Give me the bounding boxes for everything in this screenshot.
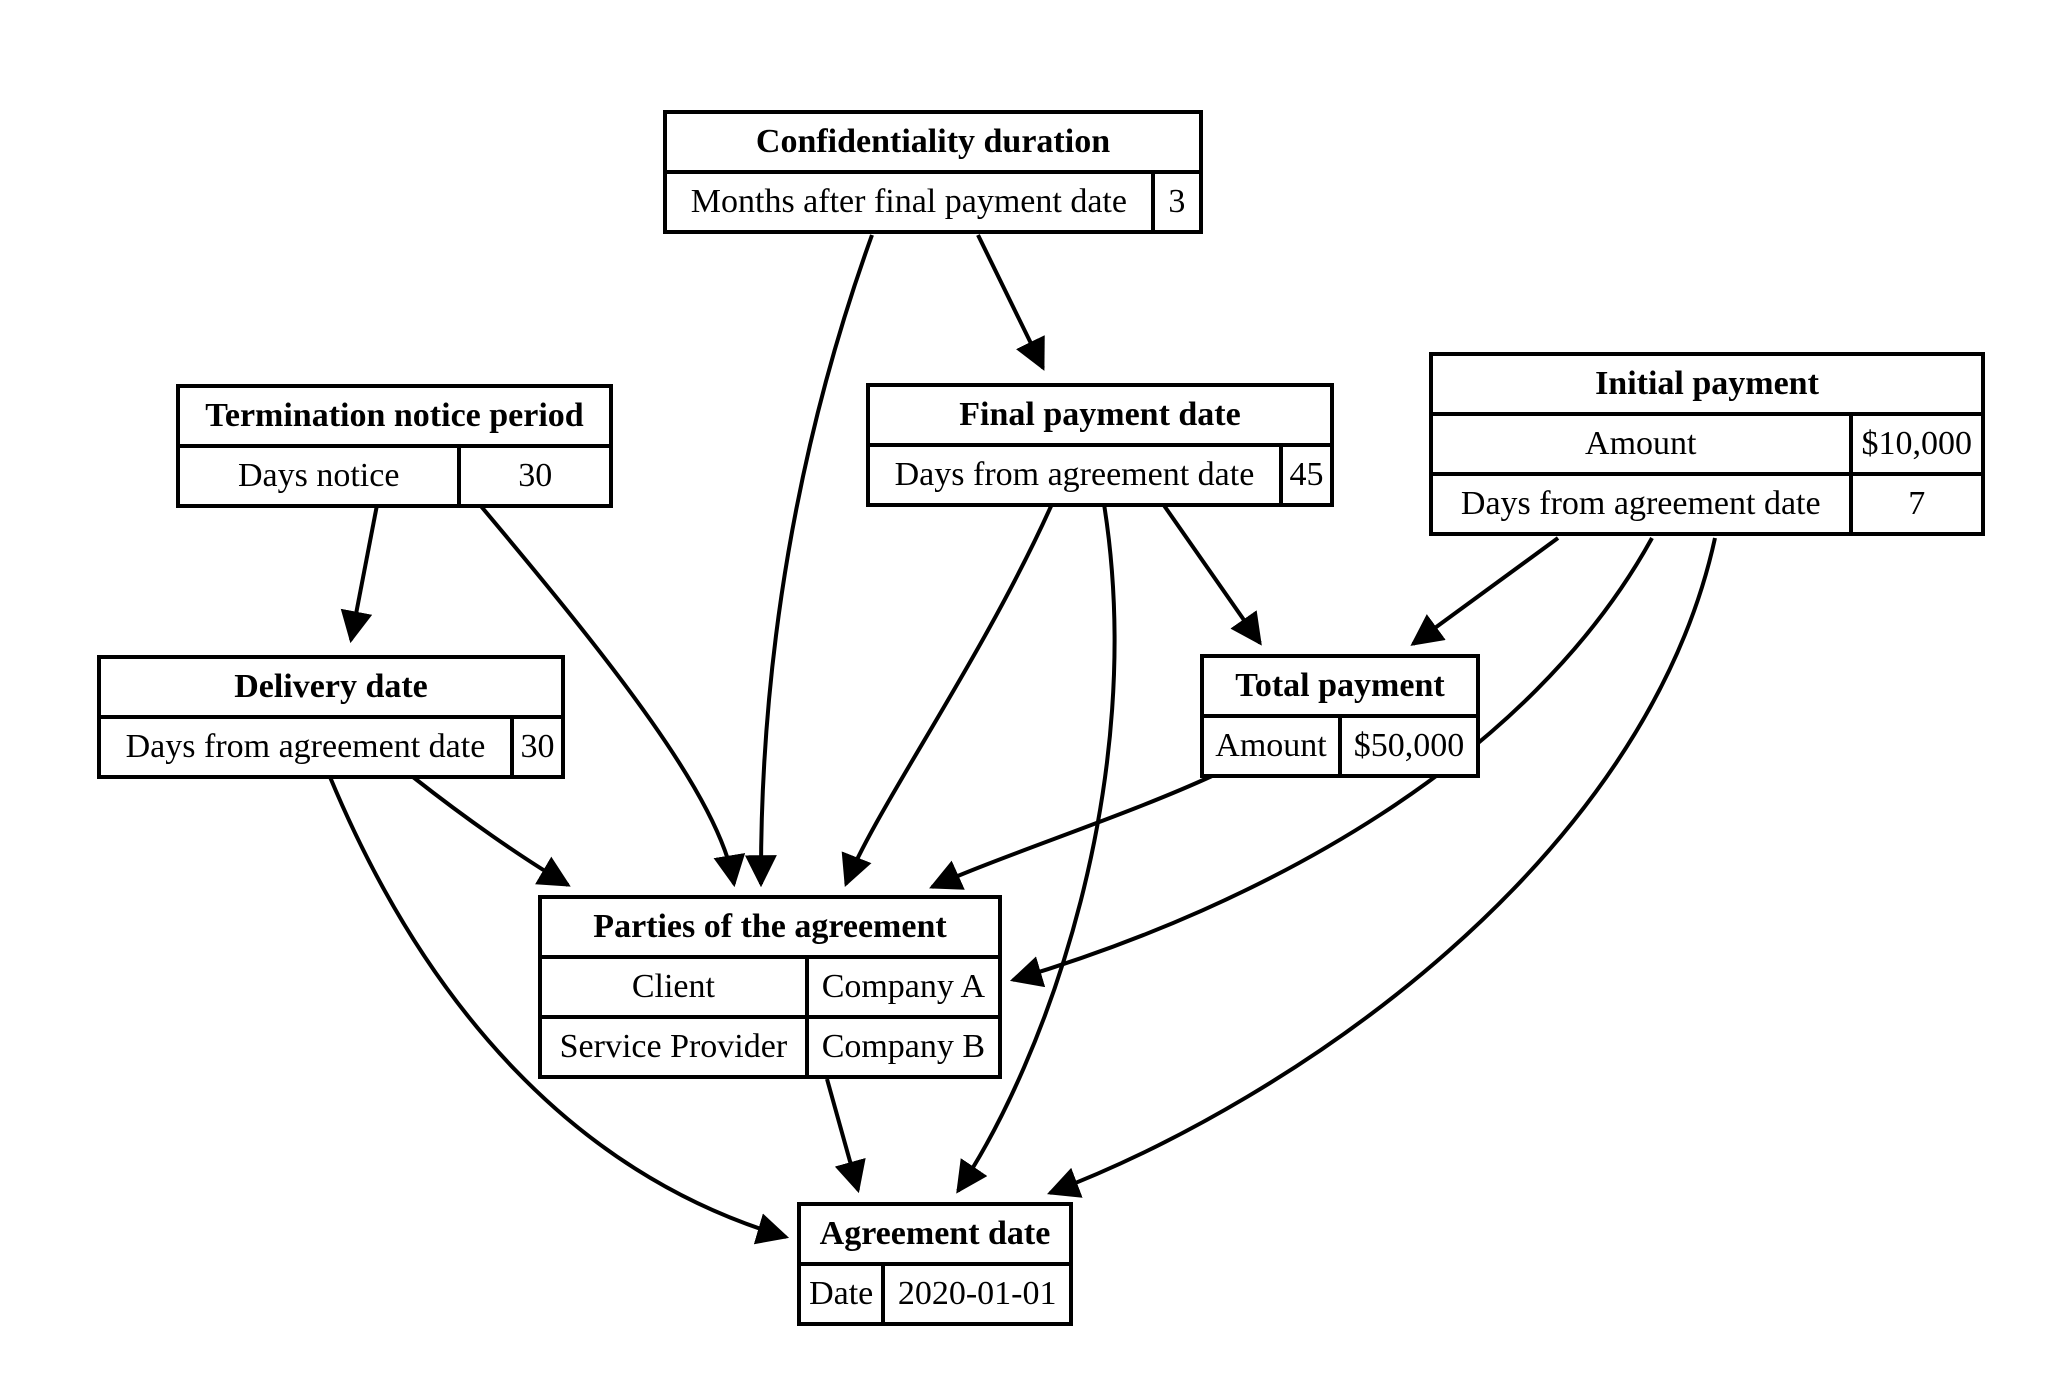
node-title: Initial payment [1429, 352, 1985, 416]
row-label: Amount [1200, 714, 1342, 778]
row-value: 3 [1150, 170, 1204, 234]
edge-final-payment-date-to-agreement-date [956, 503, 1117, 1194]
row-value: $10,000 [1848, 412, 1986, 476]
edge-initial-payment-to-agreement-date [1047, 537, 1717, 1198]
node-title: Confidentiality duration [663, 110, 1203, 174]
node-title: Final payment date [866, 383, 1334, 447]
edge-initial-payment-to-total-payment [1410, 536, 1560, 646]
node-title: Agreement date [797, 1202, 1073, 1266]
node-title: Parties of the agreement [538, 895, 1002, 959]
row-label: Client [538, 955, 809, 1019]
edge-final-payment-date-to-parties-of-the-agreement [841, 503, 1054, 887]
row-value: 30 [509, 715, 566, 779]
row-value: 7 [1848, 472, 1986, 536]
edge-termination-notice-period-to-delivery-date [340, 504, 379, 644]
row-value: 45 [1278, 443, 1335, 507]
row-label: Days from agreement date [97, 715, 514, 779]
row-value: Company B [804, 1015, 1003, 1079]
edge-total-payment-to-parties-of-the-agreement [929, 774, 1213, 890]
row-value: 2020-01-01 [881, 1262, 1073, 1326]
node-title: Delivery date [97, 655, 565, 719]
edge-termination-notice-period-to-parties-of-the-agreement [478, 503, 746, 888]
row-label: Amount [1429, 412, 1853, 476]
row-label: Date [796, 1262, 886, 1326]
edges-group [328, 234, 1717, 1245]
row-label: Months after final payment date [663, 170, 1155, 234]
row-label: Days from agreement date [1429, 472, 1853, 536]
edge-confidentiality-duration-to-parties-of-the-agreement [744, 234, 874, 888]
table-row: Amount$50,000 [1200, 714, 1480, 778]
row-value: $50,000 [1338, 714, 1480, 778]
table-row: Amount$10,000 [1429, 412, 1986, 476]
edge-initial-payment-to-parties-of-the-agreement [1009, 537, 1654, 988]
row-value: Company A [804, 955, 1003, 1019]
node-title: Total payment [1200, 654, 1480, 718]
edge-parties-of-the-agreement-to-agreement-date [825, 1078, 866, 1194]
edge-delivery-date-to-agreement-date [328, 776, 790, 1245]
row-label: Service Provider [538, 1015, 809, 1079]
edge-confidentiality-duration-to-final-payment-date [976, 234, 1045, 371]
row-label: Days notice [175, 444, 462, 508]
edge-final-payment-date-to-total-payment [1161, 502, 1262, 646]
row-label: Days from agreement date [866, 443, 1283, 507]
row-value: 30 [457, 444, 613, 508]
node-title: Termination notice period [176, 384, 613, 448]
edge-delivery-date-to-parties-of-the-agreement [411, 775, 571, 887]
